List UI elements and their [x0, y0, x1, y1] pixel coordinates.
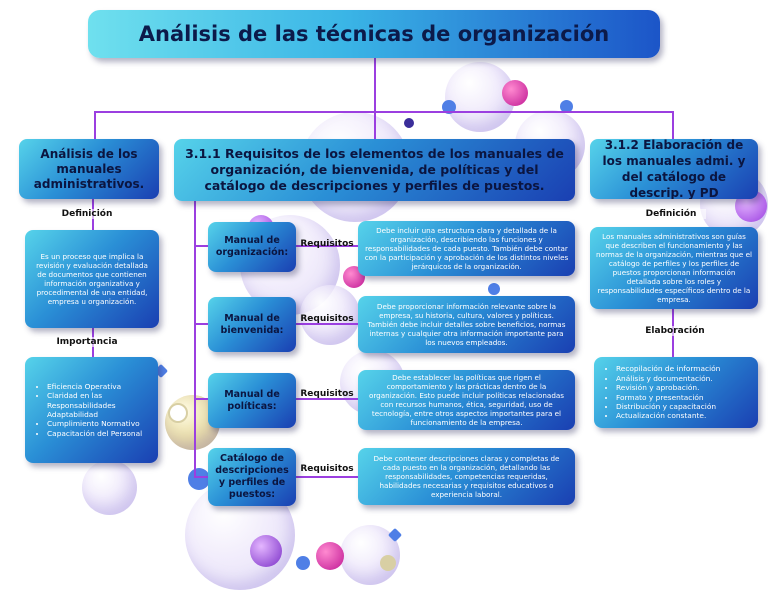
right-elaboracion-list: Recopilación de información Análisis y d…	[604, 364, 720, 420]
row-text: Debe proporcionar información relevante …	[367, 302, 566, 347]
center-heading-box: 3.1.1 Requisitos de los elementos de los…	[174, 139, 575, 201]
row-label: Catálogo de descripciones y perfiles de …	[215, 453, 289, 500]
row-text-box: Debe establecer las políticas que rigen …	[358, 370, 575, 430]
left-importancia-box: Eficiencia Operativa Claridad en las Res…	[25, 357, 158, 463]
left-definicion-label: Definición	[52, 209, 122, 219]
decorative-dot	[316, 542, 344, 570]
left-importancia-list: Eficiencia Operativa Claridad en las Res…	[35, 382, 154, 438]
center-heading: 3.1.1 Requisitos de los elementos de los…	[185, 146, 564, 193]
left-heading-box: Análisis de los manuales administrativos…	[19, 139, 159, 199]
decorative-dot	[404, 118, 414, 128]
list-item: Recopilación de información	[616, 364, 720, 373]
connector-line	[374, 58, 376, 113]
list-item: Claridad en las Responsabilidades Adapta…	[47, 391, 154, 419]
row-label-box: Manual de bienvenida:	[208, 297, 296, 352]
left-importancia-label: Importancia	[52, 337, 122, 347]
list-item: Cumplimiento Normativo	[47, 419, 154, 428]
row-text: Debe contener descripciones claras y com…	[373, 454, 560, 499]
connector-line	[194, 245, 208, 247]
list-item: Eficiencia Operativa	[47, 382, 154, 391]
row-connector-label: Requisitos	[300, 464, 354, 474]
row-label-box: Manual de organización:	[208, 222, 296, 272]
left-heading: Análisis de los manuales administrativos…	[33, 146, 145, 191]
row-text: Debe incluir una estructura clara y deta…	[364, 226, 569, 271]
page-title-text: Análisis de las técnicas de organización	[138, 22, 610, 46]
list-item: Capacitación del Personal	[47, 429, 154, 438]
decorative-dot	[442, 100, 456, 114]
list-item: Análisis y documentación.	[616, 374, 720, 383]
row-label-box: Catálogo de descripciones y perfiles de …	[208, 448, 296, 506]
list-item: Revisión y aprobación.	[616, 383, 720, 392]
decorative-dot	[560, 100, 573, 113]
row-label: Manual de organización:	[215, 235, 289, 258]
connector-line	[672, 280, 674, 358]
connector-line	[194, 200, 196, 478]
decorative-dot	[168, 403, 188, 423]
connector-line	[94, 111, 96, 140]
connector-line	[296, 245, 358, 247]
connector-line	[194, 323, 208, 325]
decorative-dot	[502, 80, 528, 106]
row-label: Manual de bienvenida:	[220, 312, 284, 336]
row-connector-label: Requisitos	[300, 389, 354, 399]
row-label: Manual de políticas:	[224, 388, 280, 412]
decorative-dot	[488, 283, 500, 295]
row-text-box: Debe incluir una estructura clara y deta…	[358, 221, 575, 276]
right-heading: 3.1.2 Elaboración de los manuales admi. …	[602, 139, 746, 199]
page-title: Análisis de las técnicas de organización	[88, 10, 660, 58]
connector-line	[672, 111, 674, 141]
decorative-dot	[380, 555, 396, 571]
row-text-box: Debe proporcionar información relevante …	[358, 296, 575, 353]
list-item: Distribución y capacitación	[616, 402, 720, 411]
right-elaboracion-box: Recopilación de información Análisis y d…	[594, 357, 758, 428]
connector-line	[194, 398, 208, 400]
left-definicion-text: Es un proceso que implica la revisión y …	[36, 252, 148, 306]
right-elaboracion-label: Elaboración	[638, 326, 712, 336]
decorative-dot	[296, 556, 310, 570]
row-connector-label: Requisitos	[300, 239, 354, 249]
right-definicion-box: Los manuales administrativos son guías q…	[590, 227, 758, 309]
decorative-dot	[250, 535, 282, 567]
connector-line	[374, 111, 376, 139]
decorative-bubble	[82, 460, 137, 515]
connector-line	[296, 323, 358, 325]
list-item: Actualización constante.	[616, 411, 720, 420]
row-connector-label: Requisitos	[300, 314, 354, 324]
right-definicion-label: Definición	[636, 209, 706, 219]
right-definicion-text: Los manuales administrativos son guías q…	[596, 232, 752, 304]
left-definicion-box: Es un proceso que implica la revisión y …	[25, 230, 159, 328]
decorative-bubble	[300, 285, 360, 345]
right-heading-box: 3.1.2 Elaboración de los manuales admi. …	[590, 139, 758, 199]
row-text-box: Debe contener descripciones claras y com…	[358, 448, 575, 505]
row-label-box: Manual de políticas:	[208, 373, 296, 428]
connector-line	[296, 476, 358, 478]
decorative-dot	[188, 468, 210, 490]
list-item: Formato y presentación	[616, 393, 720, 402]
connector-line	[94, 111, 674, 113]
connector-line	[296, 398, 358, 400]
row-text: Debe establecer las políticas que rigen …	[368, 373, 565, 427]
connector-line	[194, 476, 208, 478]
